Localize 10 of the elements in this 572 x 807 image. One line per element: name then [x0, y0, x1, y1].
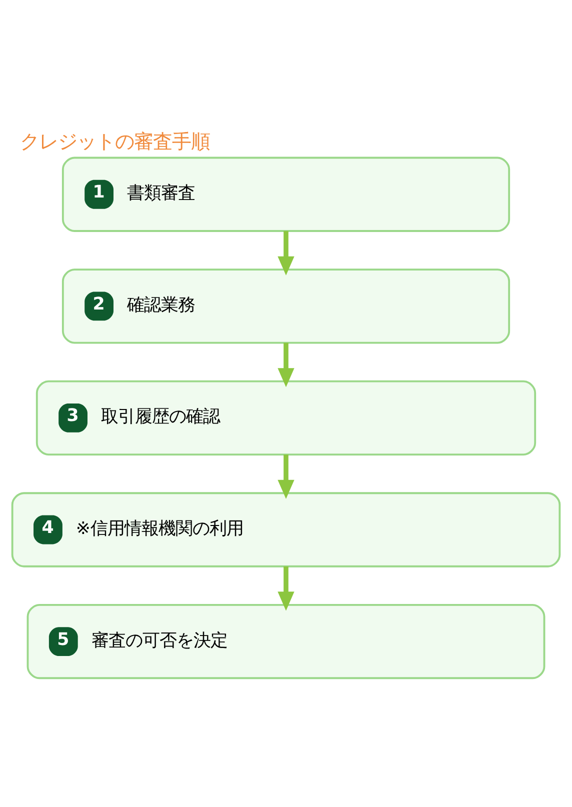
arrow: [278, 566, 294, 611]
arrow: [278, 231, 294, 276]
node-box: 5 審査の可否を決定: [26, 604, 546, 680]
diagram-title: クレジットの審査手順: [20, 130, 210, 154]
arrow: [278, 342, 294, 388]
node-box: 1 書類審査: [62, 156, 510, 232]
arrow: [278, 454, 294, 499]
node-box: 3 取引履歴の確認: [36, 380, 536, 456]
node-box: 2 確認業務: [62, 268, 510, 344]
node-box: 4 ※信用情報機関の利用: [11, 492, 561, 568]
